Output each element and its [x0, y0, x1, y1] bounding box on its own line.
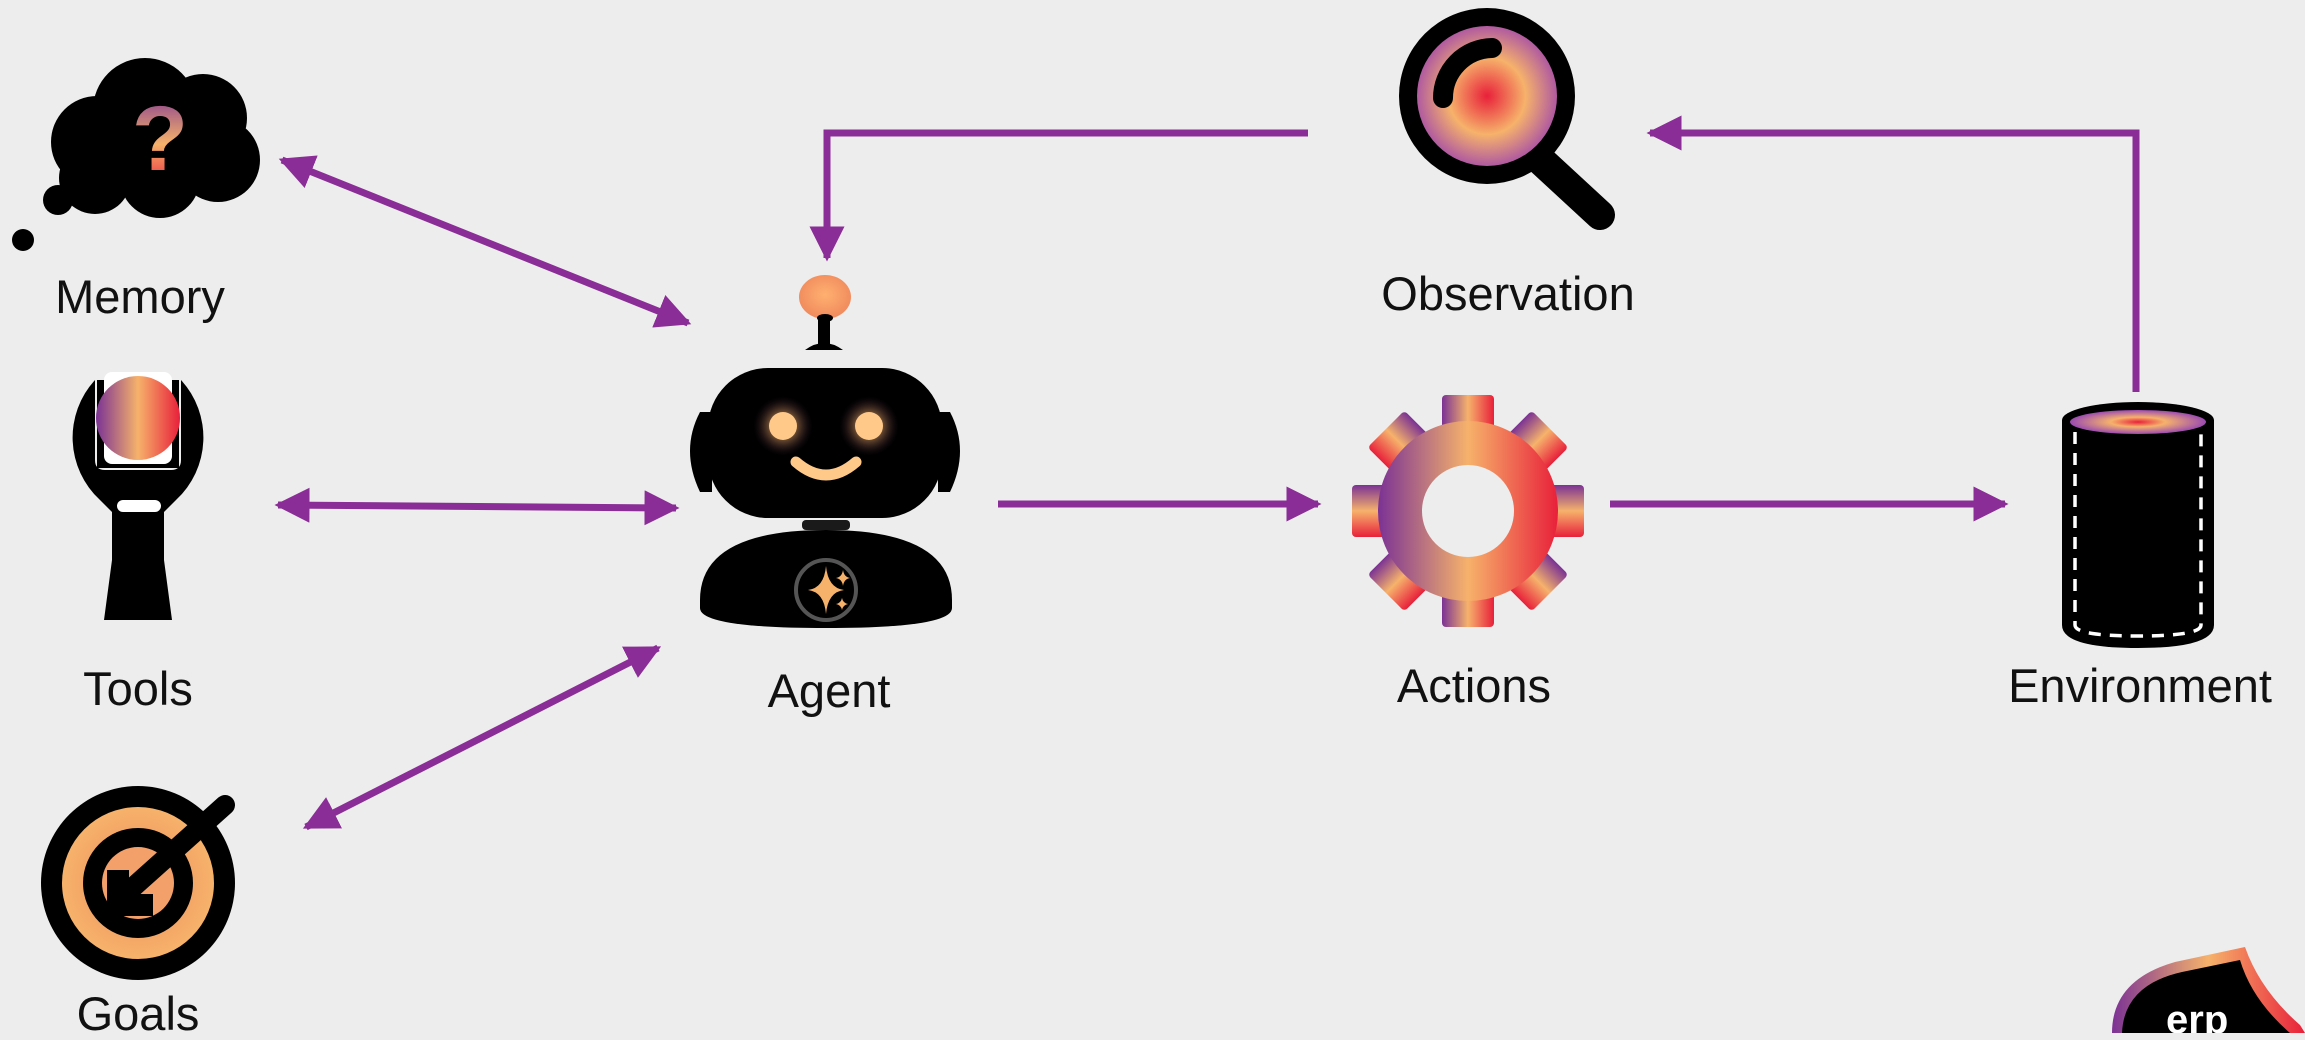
svg-text:?: ?	[132, 88, 188, 190]
edge-tools-agent	[274, 487, 680, 526]
environment-label: Environment	[2008, 659, 2272, 712]
edge-environment-observation	[1646, 115, 2140, 392]
wrench-icon	[72, 372, 204, 620]
robot-icon	[690, 275, 960, 628]
goals-label: Goals	[76, 987, 200, 1040]
edge-observation-agent	[809, 129, 1308, 262]
agent-label: Agent	[767, 664, 891, 717]
edge-memory-agent	[278, 155, 692, 328]
edge-goals-agent	[302, 644, 662, 831]
magnifier-icon	[1399, 8, 1615, 230]
target-check-icon	[41, 786, 235, 980]
brand-text: erp	[2166, 998, 2228, 1033]
gear-icon	[1352, 395, 1584, 627]
thought-cloud-question-icon: ?	[12, 58, 260, 251]
edges	[274, 115, 2140, 831]
brand-logo-icon: erp	[2112, 947, 2305, 1033]
tools-label: Tools	[83, 662, 193, 715]
observation-label: Observation	[1381, 267, 1635, 320]
cylinder-icon	[2062, 402, 2214, 648]
memory-label: Memory	[55, 270, 225, 323]
actions-label: Actions	[1396, 659, 1552, 712]
